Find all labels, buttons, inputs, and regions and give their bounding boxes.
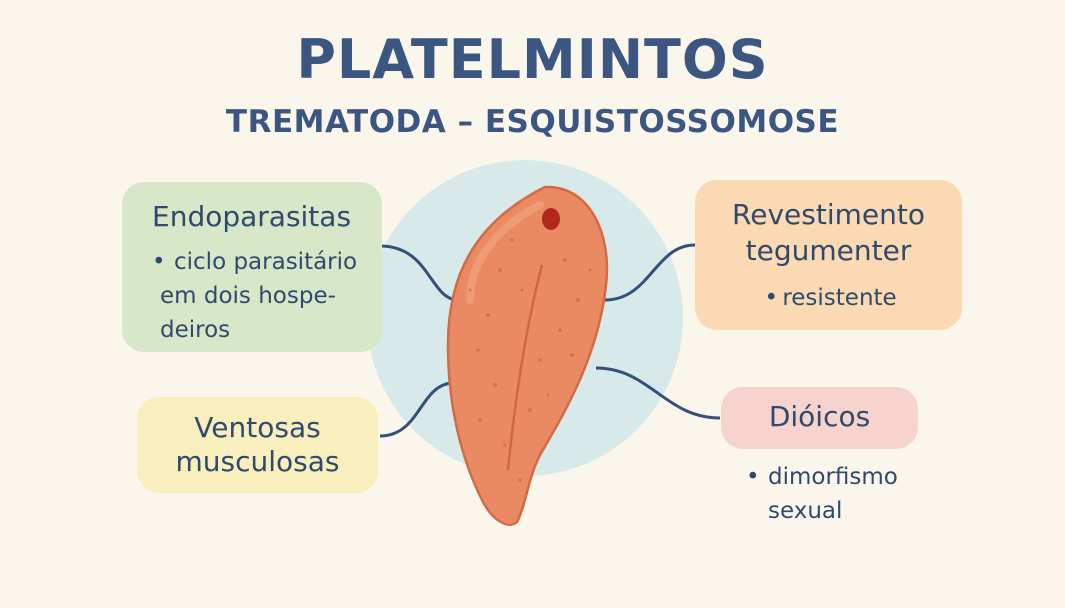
endoparasitas-line-1: ciclo parasitário — [174, 249, 358, 275]
worm-speckles — [468, 238, 592, 482]
connector-endoparasitas — [379, 244, 459, 302]
dioicos-line-2: sexual — [768, 498, 843, 524]
revestimento-bullet-text: resistente — [782, 285, 897, 311]
oral-sucker — [542, 208, 560, 230]
ventosas-title-1: Ventosas — [194, 411, 321, 444]
bullet-dot: • — [746, 464, 760, 490]
dioicos-line-1: dimorfismo — [768, 464, 898, 490]
ventosas-box: Ventosas musculosas — [137, 397, 378, 493]
endoparasitas-bullet: • ciclo parasitário em dois hospe- deiros — [152, 245, 368, 347]
bullet-dot: • — [764, 285, 779, 311]
worm-body — [446, 185, 609, 526]
revestimento-bullet: • resistente — [695, 281, 962, 315]
bullet-dot: • — [152, 249, 166, 275]
page-title: PLATELMINTOS — [296, 28, 769, 91]
worm-groove — [506, 264, 544, 471]
dioicos-box: Dióicos — [721, 387, 918, 449]
connector-revestimento — [604, 243, 696, 302]
dioicos-title: Dióicos — [768, 400, 871, 433]
endoparasitas-line-3: deiros — [160, 317, 231, 343]
endoparasitas-line-2: em dois hospe- — [160, 283, 336, 309]
page-subtitle: TREMATODA – ESQUISTOSSOMOSE — [225, 104, 840, 140]
ventosas-title-2: musculosas — [175, 445, 340, 478]
connector-ventosas — [379, 381, 453, 438]
revestimento-title-1: Revestimento — [732, 198, 925, 231]
revestimento-box: Revestimento tegumenter • resistente — [695, 180, 962, 330]
endoparasitas-box: Endoparasitas • ciclo parasitário em dois… — [122, 182, 382, 352]
connector-dioicos — [595, 366, 721, 420]
dioicos-bullet: • dimorfismo sexual — [746, 460, 898, 528]
revestimento-title-2: tegumenter — [745, 234, 912, 267]
endoparasitas-title: Endoparasitas — [152, 200, 352, 233]
worm-highlight — [466, 201, 544, 304]
